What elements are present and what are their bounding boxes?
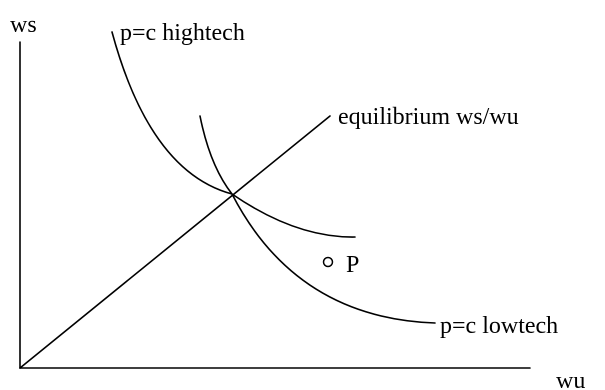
- point-p-marker: [322, 256, 334, 268]
- lowtech-isoprice-curve: [199, 115, 436, 324]
- hightech-curve-label: p=c hightech: [120, 20, 245, 46]
- hightech-isoprice-curve: [111, 31, 356, 238]
- x-axis-label: wu: [556, 368, 585, 390]
- y-axis-label: ws: [10, 12, 37, 38]
- equilibrium-ray: [19, 115, 331, 369]
- equilibrium-ray-label: equilibrium ws/wu: [338, 104, 519, 130]
- point-label: P: [346, 252, 359, 278]
- lowtech-curve-label: p=c lowtech: [440, 313, 558, 339]
